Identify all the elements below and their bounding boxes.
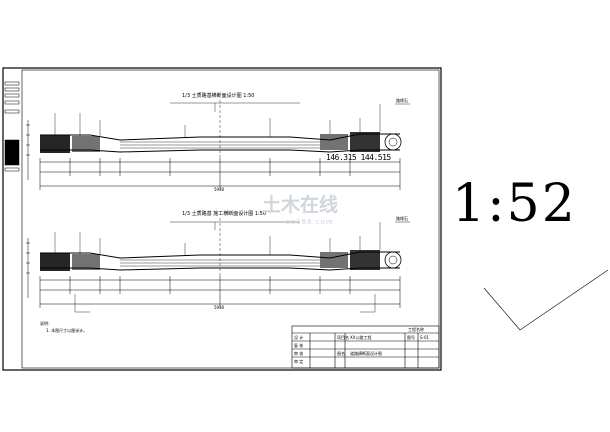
- top-section-title: 1/3 土质路基横断面设计图 1:50: [182, 93, 255, 99]
- sheet-outer-border: [2, 67, 442, 371]
- legend-top-label: 路缘石: [396, 98, 408, 103]
- corner-arrow: [483, 269, 609, 331]
- top-cross-section: [26, 100, 410, 190]
- watermark-url: co188.com: [286, 218, 334, 226]
- watermark-logo: 土木在线: [262, 194, 339, 216]
- bottom-cross-section: [26, 218, 410, 313]
- title-block-header: 工程名称: [408, 327, 424, 332]
- title-block: [291, 325, 440, 369]
- title-block-row-1: 设 计: [294, 335, 304, 340]
- title-block-drawing-label: 图名: [337, 351, 345, 356]
- title-block-row-4: 审 定: [294, 359, 304, 364]
- sheet-inner-border: [21, 69, 440, 369]
- legend-bottom-label: 路缘石: [396, 216, 408, 221]
- title-block-project-value: XX公路工程: [350, 335, 372, 340]
- top-total-width: 5930: [214, 187, 225, 192]
- left-margin-strip: [4, 81, 20, 172]
- bottom-total-width: 5930: [214, 305, 225, 310]
- notes-title: 说明：: [40, 321, 52, 326]
- title-block-project-label: 项目名: [337, 335, 349, 340]
- title-block-drawing-value: 道路横断面设计图: [350, 351, 382, 356]
- top-dim-readout: 146.315 144.515: [326, 153, 391, 162]
- scale-label: 1:52: [452, 174, 577, 234]
- bottom-section-title: 1/3 土质路基 施工横断面设计图 1:50: [182, 211, 267, 217]
- notes-line: 1. 本图尺寸以厘米计。: [46, 328, 88, 333]
- title-block-sheet-value: S-01: [420, 335, 430, 340]
- title-block-sheet-label: 图号: [407, 335, 415, 340]
- title-block-row-2: 复 核: [294, 343, 304, 348]
- title-block-row-3: 审 核: [294, 351, 304, 356]
